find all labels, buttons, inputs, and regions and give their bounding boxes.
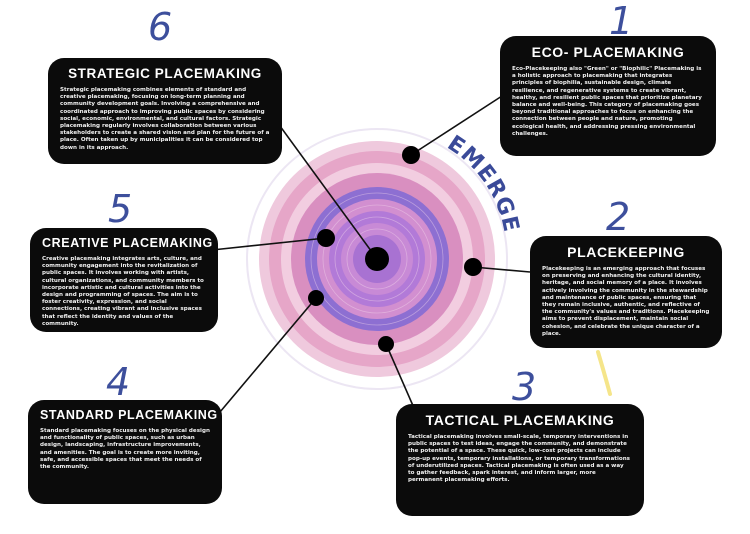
card-body: Placekeeping is an emerging approach tha… [542,266,710,337]
card-title: STANDARD PLACEMAKING [40,408,218,422]
node-placekeeping [464,258,482,276]
card-body: Eco-Placekeeping also "Green" or "Biophi… [512,66,702,137]
outer-halo [246,128,508,390]
card-placekeeping: PLACEKEEPING Placekeeping is an emerging… [530,236,722,348]
connector-tactical [385,343,415,409]
card-title: PLACEKEEPING [567,244,685,260]
number-1: 1 [609,0,634,43]
card-title: ECO- PLACEMAKING [531,44,685,60]
card-standard-placemaking: STANDARD PLACEMAKING Standard placemakin… [28,400,222,504]
card-body: Standard placemaking focuses on the phys… [40,428,210,471]
number-5: 5 [108,187,133,231]
node-tactical [378,336,394,352]
card-eco-placemaking: ECO- PLACEMAKING Eco-Placekeeping also "… [500,36,716,156]
node-eco [402,146,420,164]
card-body: Strategic placemaking combines elements … [60,87,270,151]
card-title: TACTICAL PLACEMAKING [425,412,615,428]
swirl-texture [310,192,444,326]
connector-creative [211,237,327,251]
center-node [365,247,389,271]
card-title: CREATIVE PLACEMAKING [42,236,213,250]
card-strategic-placemaking: STRATEGIC PLACEMAKING Strategic placemak… [48,58,282,164]
card-tactical-placemaking: TACTICAL PLACEMAKING Tactical placemakin… [396,404,644,516]
number-2: 2 [606,195,631,239]
number-4: 4 [106,360,131,404]
accent-stroke [596,350,612,396]
node-creative [317,229,335,247]
card-body: Tactical placemaking involves small-scal… [408,434,631,484]
card-body: Creative placemaking integrates arts, cu… [42,256,204,327]
number-6: 6 [148,5,173,49]
connector-eco [410,95,503,156]
node-standard [308,290,324,306]
card-creative-placemaking: CREATIVE PLACEMAKING Creative placemakin… [30,228,218,332]
number-3: 3 [512,365,537,409]
connector-standard [219,297,317,413]
connector-placekeeping [472,266,531,273]
card-title: STRATEGIC PLACEMAKING [68,66,262,81]
